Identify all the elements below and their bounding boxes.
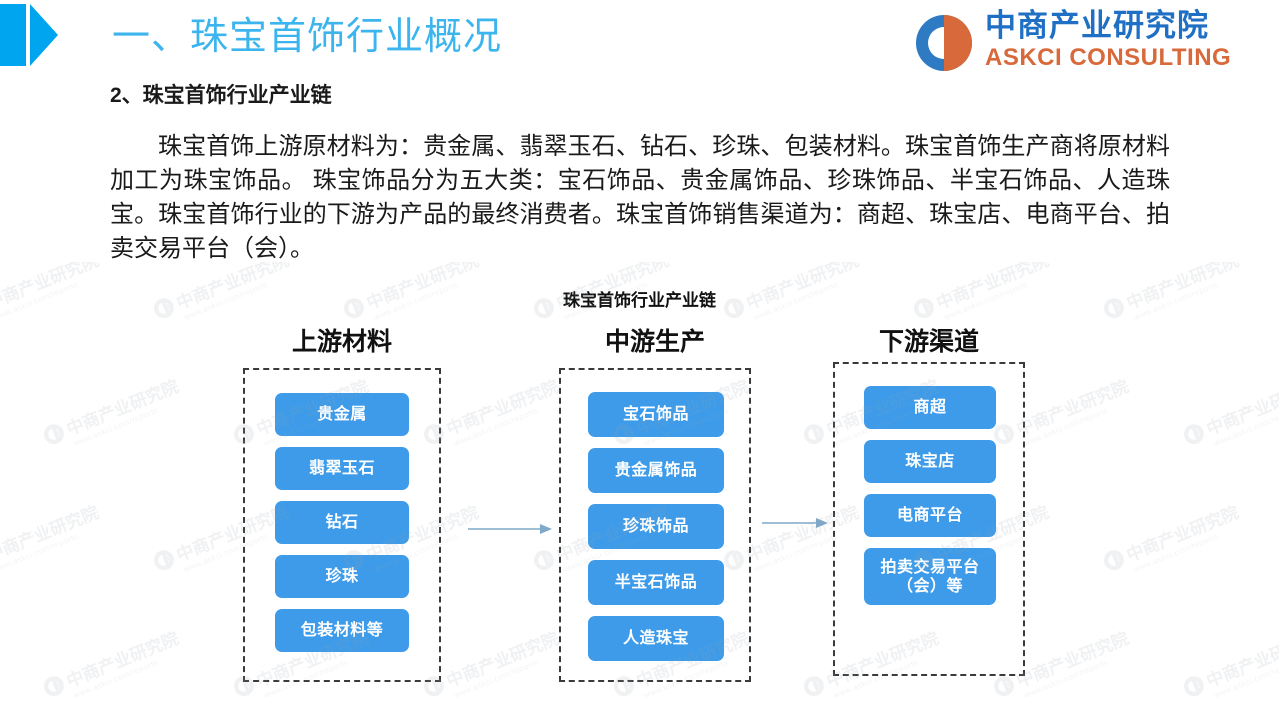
chain-node[interactable]: 翡翠玉石 <box>275 447 409 490</box>
logo-en-name: ASKCI CONSULTING <box>985 44 1232 71</box>
chain-node[interactable]: 珍珠 <box>275 555 409 598</box>
flow-arrow-1 <box>468 524 552 534</box>
chain-node[interactable]: 半宝石饰品 <box>588 560 724 605</box>
column-header-1: 上游材料 <box>291 328 392 356</box>
mark-triangle <box>30 4 58 66</box>
flow-arrow-2 <box>762 518 828 528</box>
industry-chain-diagram: 珠宝首饰行业产业链 上游材料贵金属翡翠玉石钻石珍珠包装材料等 中游生产宝石饰品贵金… <box>0 272 1279 720</box>
chain-node[interactable]: 宝石饰品 <box>588 392 724 437</box>
chain-node[interactable]: 人造珠宝 <box>588 616 724 661</box>
column-header-3: 下游渠道 <box>878 328 979 356</box>
chain-node[interactable]: 商超 <box>864 386 996 429</box>
section-subtitle: 2、珠宝首饰行业产业链 <box>110 84 332 107</box>
column-container-3 <box>833 362 1025 676</box>
column-container-1 <box>243 368 441 682</box>
chain-node[interactable]: 拍卖交易平台（会）等 <box>864 548 996 605</box>
chain-node[interactable]: 珍珠饰品 <box>588 504 724 549</box>
chain-node[interactable]: 珠宝店 <box>864 440 996 483</box>
chain-node[interactable]: 贵金属饰品 <box>588 448 724 493</box>
chain-node[interactable]: 钻石 <box>275 501 409 544</box>
chain-node[interactable]: 包装材料等 <box>275 609 409 652</box>
diagram-title: 珠宝首饰行业产业链 <box>563 291 716 310</box>
chain-node[interactable]: 电商平台 <box>864 494 996 537</box>
column-header-2: 中游生产 <box>604 328 705 356</box>
body-paragraph: 珠宝首饰上游原材料为：贵金属、翡翠玉石、钻石、珍珠、包装材料。珠宝首饰生产商将原… <box>110 134 1170 262</box>
page-title: 一、珠宝首饰行业概况 <box>112 16 503 58</box>
blue-arrow-mark-icon <box>0 4 60 66</box>
askci-c-logo-icon <box>916 15 972 71</box>
logo-text: 中商产业研究院 ASKCI CONSULTING <box>985 8 1261 72</box>
column-container-2 <box>559 368 751 682</box>
chain-node[interactable]: 贵金属 <box>275 393 409 436</box>
mark-bar <box>0 4 26 66</box>
logo-cn-name: 中商产业研究院 <box>985 8 1209 43</box>
brand-logo: 中商产业研究院 ASKCI CONSULTING <box>913 6 1265 82</box>
